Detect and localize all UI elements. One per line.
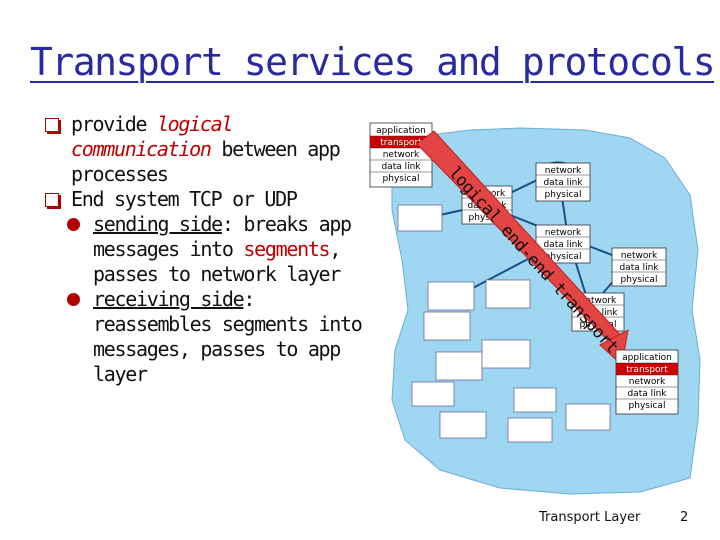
layer-physical: physical — [383, 174, 420, 184]
layer-data-link: data link — [381, 162, 421, 172]
layer-application: application — [376, 126, 426, 136]
layer-data-link: data link — [627, 389, 667, 399]
layer-transport: transport — [380, 138, 422, 148]
router-stack-d: network data link physical — [612, 248, 666, 286]
layer-transport: transport — [626, 365, 668, 375]
layer-physical: physical — [545, 190, 582, 200]
footer-label: Transport Layer — [539, 510, 640, 525]
layer-data-link: data link — [543, 178, 583, 188]
router-stack-b: network data link physical — [536, 163, 590, 201]
layer-physical: physical — [629, 401, 666, 411]
layer-network: network — [545, 228, 582, 238]
end-stack-source: application transport network data link … — [370, 123, 432, 187]
layer-physical: physical — [621, 275, 658, 285]
end-stack-destination: application transport network data link … — [616, 350, 678, 414]
layer-data-link: data link — [619, 263, 659, 273]
page-number: 2 — [680, 510, 688, 525]
layer-data-link: data link — [543, 240, 583, 250]
layer-network: network — [621, 251, 658, 261]
layer-network: network — [545, 166, 582, 176]
layer-application: application — [622, 353, 672, 363]
layer-network: network — [629, 377, 666, 387]
layer-network: network — [383, 150, 420, 160]
